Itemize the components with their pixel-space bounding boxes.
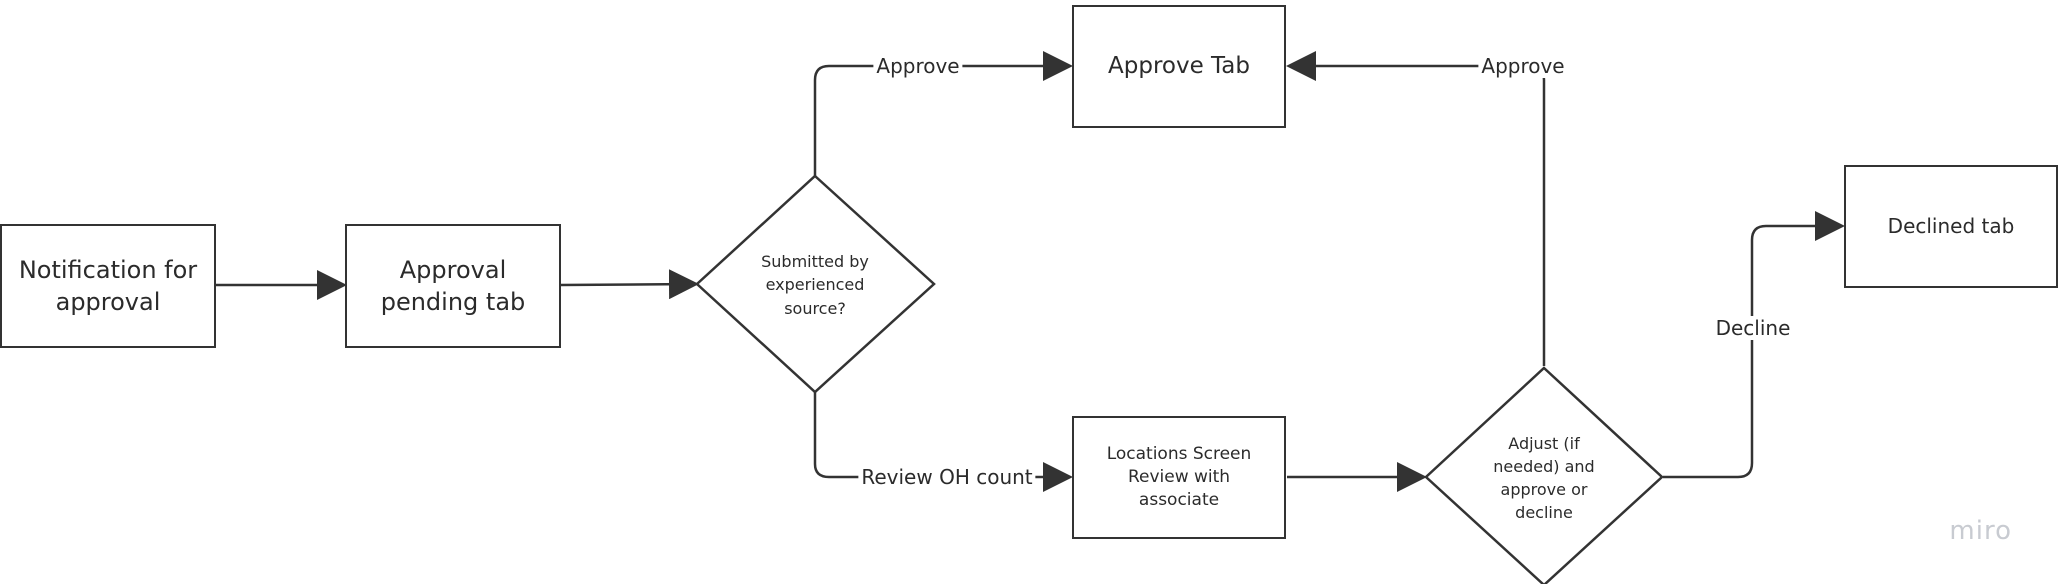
review-oh-count-edge-label: Review OH count bbox=[858, 465, 1036, 489]
edge-pending-to-submitted bbox=[559, 269, 699, 300]
approval-pending-node-label: Approval pending tab bbox=[380, 255, 526, 316]
locations-screen-node-label: Locations Screen Review with associate bbox=[1106, 444, 1252, 510]
edge-adjust-to-approve-tab bbox=[1286, 51, 1546, 366]
notification-node: Notification for approval bbox=[0, 224, 216, 348]
approve-tab-node-label: Approve Tab bbox=[1108, 52, 1250, 79]
edge-submitted-to-locations bbox=[813, 392, 1073, 492]
miro-watermark: miro bbox=[1949, 516, 2012, 546]
notification-node-label: Notification for approval bbox=[18, 255, 198, 316]
locations-screen-node: Locations Screen Review with associate bbox=[1072, 416, 1286, 539]
approve-edge-label-right: Approve bbox=[1478, 54, 1568, 78]
declined-tab-node: Declined tab bbox=[1844, 165, 2058, 288]
decline-edge-label: Decline bbox=[1712, 316, 1794, 340]
approval-pending-node: Approval pending tab bbox=[345, 224, 561, 348]
adjust-decision-diamond bbox=[1424, 366, 1664, 584]
adjust-decision-label: Adjust (if needed) and approve or declin… bbox=[1493, 433, 1595, 523]
submitted-decision-diamond bbox=[695, 174, 936, 394]
edge-submitted-to-approve-tab bbox=[813, 51, 1073, 176]
edge-adjust-to-declined bbox=[1663, 211, 1845, 479]
approve-tab-node: Approve Tab bbox=[1072, 5, 1286, 128]
declined-tab-node-label: Declined tab bbox=[1887, 214, 2015, 238]
approve-edge-label-left: Approve bbox=[873, 54, 963, 78]
submitted-decision-label: Submitted by experienced source? bbox=[761, 252, 869, 318]
